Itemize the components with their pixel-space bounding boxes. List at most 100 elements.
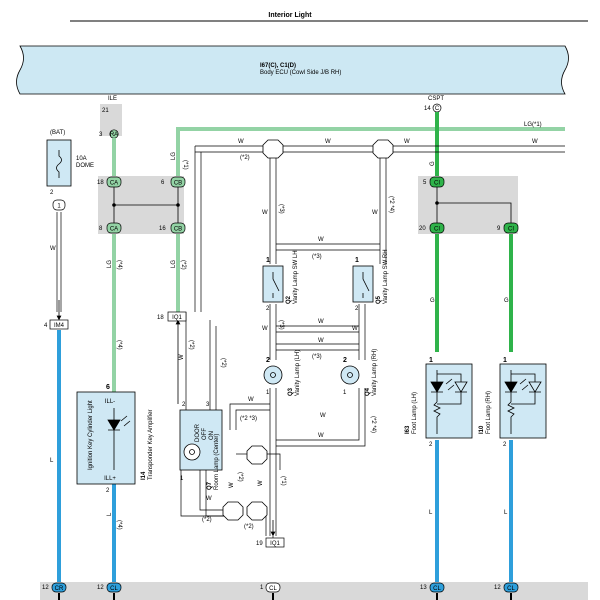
jr-top-conn: CI xyxy=(429,176,445,188)
bottom-connectors: 12 CR 12 CL 1 CL 13 CL 12 CL xyxy=(42,582,519,600)
lbl-star24-low: (*2 *4) xyxy=(370,416,376,433)
svg-text:CL: CL xyxy=(269,586,277,592)
bottom-junction-bar xyxy=(40,582,588,600)
svg-text:IM4: IM4 xyxy=(54,323,65,329)
svg-text:CL: CL xyxy=(433,586,441,592)
lbl-l-3: L xyxy=(429,510,433,516)
svg-text:CB: CB xyxy=(174,227,182,233)
lbl-w-low-4: W xyxy=(229,482,235,488)
q3-name: Vanity Lamp (LH) xyxy=(295,350,301,396)
i63-box xyxy=(425,363,473,439)
amp-ill-plus: ILL+ xyxy=(104,476,116,482)
q7-door: DOOR xyxy=(195,423,201,442)
lbl-w-v4: W xyxy=(352,326,358,332)
ecu-name: Body ECU (Cowl Side J/B RH) xyxy=(260,70,341,76)
i63-pin-bot: 2 xyxy=(429,442,433,448)
svg-text:RA: RA xyxy=(110,132,118,138)
bot-p4-conn: CL xyxy=(429,582,445,593)
jl-br-conn: CB xyxy=(170,222,186,234)
q4-lamp-icon xyxy=(340,365,360,385)
amp-pin-top: 6 xyxy=(106,384,110,391)
splice-point-1 xyxy=(262,139,284,159)
svg-text:CI: CI xyxy=(434,227,440,233)
im4-no: 4 xyxy=(44,323,48,329)
lbl-lg-3: LG xyxy=(171,260,177,268)
ecu-box xyxy=(16,45,569,95)
svg-text:CL: CL xyxy=(110,586,118,592)
svg-text:CR: CR xyxy=(55,586,64,592)
splice-point-4 xyxy=(222,501,244,521)
amp-box xyxy=(76,391,136,485)
fuse-rating: 10A xyxy=(76,156,87,162)
i10-code: I10 xyxy=(479,425,485,434)
lbl-star4-l: (*4) xyxy=(116,520,122,530)
amp-name: Transponder Key Amplifier xyxy=(148,410,154,480)
lbl-star1-low: (*1) xyxy=(280,476,286,486)
q7-pin-bot: 1 xyxy=(180,476,184,482)
fuse-connector: 1 xyxy=(52,199,66,211)
lbl-l-2: L xyxy=(107,512,113,516)
wire-labels: LG(*1) W W W W (*2) LG (*1) G W LG (*4) … xyxy=(50,122,542,530)
lbl-w-top-1: W xyxy=(238,139,244,145)
svg-text:CB: CB xyxy=(174,181,182,187)
lbl-w-top-2: W xyxy=(325,139,331,145)
jr-internal-bus xyxy=(436,187,512,223)
splice-point-5 xyxy=(246,501,268,521)
q3-code: Q3 xyxy=(288,387,294,396)
lbl-star23: (*2 *3) xyxy=(240,416,257,422)
q2-code: Q2 xyxy=(286,295,292,304)
lbl-l-1: L xyxy=(50,458,54,464)
ecu-ile-conn-no: 3 xyxy=(99,132,103,138)
jr-bl-no: 20 xyxy=(419,226,426,232)
lbl-w-amp: (*4) xyxy=(116,340,122,350)
lbl-star2-room: (*2) xyxy=(188,340,194,350)
i10-name: Foot Lamp (RH) xyxy=(486,391,492,434)
q3-pin-bot: 1 xyxy=(266,390,270,396)
q7-off: OFF xyxy=(202,428,208,440)
lbl-g-2: G xyxy=(430,298,435,304)
amp-inner-label: Ignition Key Cylinder Light xyxy=(88,400,94,470)
l-wire-group xyxy=(57,330,513,584)
splice-point-3 xyxy=(246,445,268,465)
jl-tr-conn: CB xyxy=(170,176,186,188)
lbl-w-low-2: W xyxy=(318,433,324,439)
amp-ill-minus: ILL- xyxy=(105,399,115,405)
ecu-ile-no: 21 xyxy=(102,108,109,114)
ecu-ile-stub xyxy=(100,104,122,136)
lbl-w-low-3: W xyxy=(320,413,326,419)
q5-switch-icon xyxy=(362,272,370,298)
splice-octagons xyxy=(222,139,394,521)
lbl-lg-1: LG xyxy=(171,152,177,160)
q2-pin-top: 1 xyxy=(266,257,270,264)
amp-led-icon xyxy=(107,408,131,470)
ecu-codes: I67(C), C1(D) xyxy=(260,63,296,69)
svg-text:CA: CA xyxy=(110,227,118,233)
jl-tl-no: 18 xyxy=(97,180,104,186)
q5-pin-bot: 2 xyxy=(355,306,359,312)
svg-text:CI: CI xyxy=(508,227,514,233)
q5-box xyxy=(352,265,374,303)
im4-connector: IM4 xyxy=(49,319,69,330)
q7-box xyxy=(179,409,223,471)
q4-filament xyxy=(347,372,353,378)
lbl-star5-1: (*4) xyxy=(116,260,122,270)
bot-p1-conn: CR xyxy=(51,582,67,593)
lbl-star2-low: (*2) xyxy=(237,472,243,482)
i63-code: I63 xyxy=(405,425,411,434)
jl-bl-conn: CA xyxy=(106,222,122,234)
bottom-stubs xyxy=(58,593,512,600)
jl-bl-no: 8 xyxy=(99,226,103,232)
iq1-bot-connector: IQ1 xyxy=(265,537,285,548)
ecu-cspt-connector: C xyxy=(432,103,442,113)
i10-box xyxy=(499,363,547,439)
lbl-g-1: G xyxy=(430,161,436,166)
q2-name: Vanity Lamp SW LH xyxy=(293,250,299,304)
jl-tr-no: 6 xyxy=(161,180,165,186)
svg-text:CI: CI xyxy=(434,181,440,187)
ecu-ile-connector: RA xyxy=(109,129,119,139)
jr-br-no: 9 xyxy=(497,226,501,232)
q3-lamp-icon xyxy=(263,365,283,385)
fuse-symbol xyxy=(56,150,62,178)
lbl-w-x1: W xyxy=(318,237,324,243)
diagram-title: Interior Light xyxy=(268,12,312,19)
